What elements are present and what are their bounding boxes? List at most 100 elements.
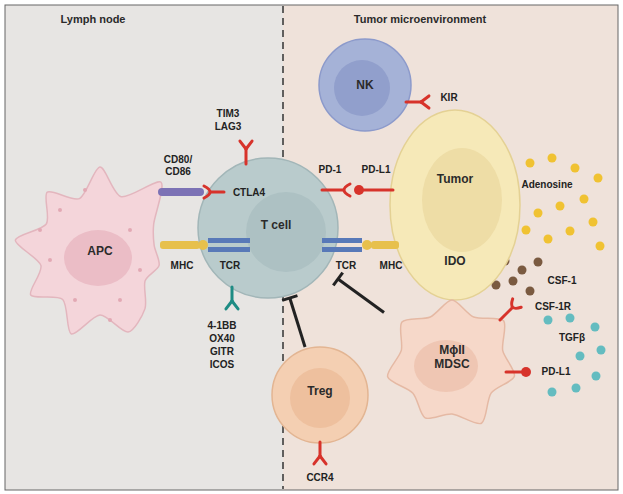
- treg-cell: Treg: [272, 347, 368, 443]
- cell-name: Tumor: [437, 173, 473, 187]
- mhc-bar: [160, 241, 200, 249]
- molecule-label: MHC: [380, 260, 403, 272]
- cell-name: APC: [87, 245, 112, 259]
- receptor-stem: [500, 308, 512, 320]
- csf1-dot: [526, 287, 535, 296]
- apc-speckle: [118, 298, 122, 302]
- t-cell-nucleus: [246, 192, 326, 272]
- connector-line: [290, 298, 305, 347]
- apc-speckle: [48, 258, 52, 262]
- inhibition-connector: [282, 296, 305, 347]
- adenosine-dot: [526, 159, 535, 168]
- t-cell: T cell: [198, 158, 338, 298]
- adenosine-dot: [548, 154, 557, 163]
- receptor-stem: [506, 371, 521, 374]
- mhc-bar: [371, 241, 399, 249]
- apc-speckle: [58, 208, 62, 212]
- receptor-stem: [406, 101, 421, 104]
- mdsc-nucleus: [414, 340, 478, 392]
- tgfb-dot: [591, 323, 600, 332]
- tcr-bar: [208, 247, 250, 252]
- tumor-nucleus: [422, 148, 502, 252]
- tgfb-dot: [544, 316, 553, 325]
- molecule-label: KIR: [440, 92, 457, 104]
- receptor-stem: [364, 189, 393, 192]
- apc-speckle: [73, 298, 77, 302]
- receptor-cup: [508, 299, 521, 312]
- apc-shape: [15, 167, 162, 334]
- molecule-label: PD-L1: [542, 366, 571, 378]
- receptor-stem: [245, 149, 248, 164]
- receptor-stem: [421, 102, 429, 108]
- ligand-ball: [198, 240, 208, 250]
- adenosine-dot: [596, 242, 605, 251]
- molecule-label: TCR: [336, 260, 357, 272]
- molecule-label: TIM3: [217, 108, 240, 120]
- molecule-label: CSF-1: [548, 275, 577, 287]
- region-heading: Lymph node: [61, 13, 126, 26]
- tumor-ground: [283, 5, 618, 490]
- cell-name: NK: [356, 79, 373, 93]
- tgfb-dot: [548, 388, 557, 397]
- t-cell-shape: [198, 158, 338, 298]
- receptor-stem: [246, 141, 252, 149]
- molecule-label: MHC: [171, 260, 194, 272]
- frame: [5, 5, 618, 490]
- cd80-bar: [158, 188, 204, 196]
- adenosine-dot: [534, 209, 543, 218]
- apc-speckle: [108, 318, 112, 322]
- cell-art: [390, 110, 520, 300]
- molecule-label: PD-L1: [362, 164, 391, 176]
- molecule-label: Adenosine: [521, 179, 572, 191]
- cell-name: MϕII MDSC: [434, 344, 469, 372]
- mdsc-shape: [388, 300, 515, 424]
- molecule-label: CSF-1R: [535, 301, 571, 313]
- csf1-dot: [518, 266, 527, 275]
- apc-speckle: [138, 268, 142, 272]
- csf1-dot: [509, 277, 518, 286]
- region-heading: Tumor microenvironment: [354, 13, 486, 26]
- treg-shape: [272, 347, 368, 443]
- adenosine-dot: [566, 227, 575, 236]
- molecule-label: OX40: [209, 333, 235, 345]
- molecule-label: ICOS: [210, 359, 234, 371]
- adenosine-dot: [571, 164, 580, 173]
- cell-name: Treg: [307, 385, 332, 399]
- molecule-label: TCR: [220, 260, 241, 272]
- tcr-bar: [208, 238, 250, 243]
- tgfb-dot: [576, 352, 585, 361]
- adenosine-dot: [589, 218, 598, 227]
- adenosine-dot: [522, 226, 531, 235]
- nk-shape: [319, 39, 411, 131]
- region-panel: Tumor microenvironmentNK TumorIDO Treg MϕII…: [283, 5, 618, 490]
- tgfb-dot: [597, 346, 606, 355]
- tcr-bar: [322, 238, 362, 243]
- apc-speckle: [38, 228, 42, 232]
- connector-line: [338, 279, 384, 313]
- inhibition-head: [333, 273, 342, 286]
- molecule-label: 4-1BB: [208, 320, 237, 332]
- inhibition-connector: [333, 273, 384, 313]
- tumor-cell: TumorIDO: [390, 110, 520, 300]
- adenosine-dot: [594, 174, 603, 183]
- molecule-label: CD80/ CD86: [164, 154, 192, 178]
- molecule-label: TGFβ: [559, 332, 585, 344]
- receptor-stem: [226, 301, 232, 309]
- receptor-stem: [314, 456, 320, 464]
- adenosine-dot: [580, 195, 589, 204]
- ligand-ball: [362, 240, 372, 250]
- molecule-label: LAG3: [215, 121, 242, 133]
- receptor-stem: [211, 191, 224, 194]
- receptor-cup: [344, 184, 350, 196]
- apc-speckle: [128, 228, 132, 232]
- molecule-label: PD-1: [319, 164, 342, 176]
- tgfb-dot: [572, 384, 581, 393]
- mdsc-cell: MϕII MDSC: [384, 294, 520, 430]
- treg-nucleus: [290, 368, 350, 428]
- tcr-bar: [322, 247, 362, 252]
- lymph-node-ground: [5, 5, 283, 490]
- ligand-ball: [354, 185, 364, 195]
- receptor-stem: [319, 442, 322, 456]
- tumor-shape: [390, 110, 520, 300]
- molecule-label: CTLA4: [233, 187, 265, 199]
